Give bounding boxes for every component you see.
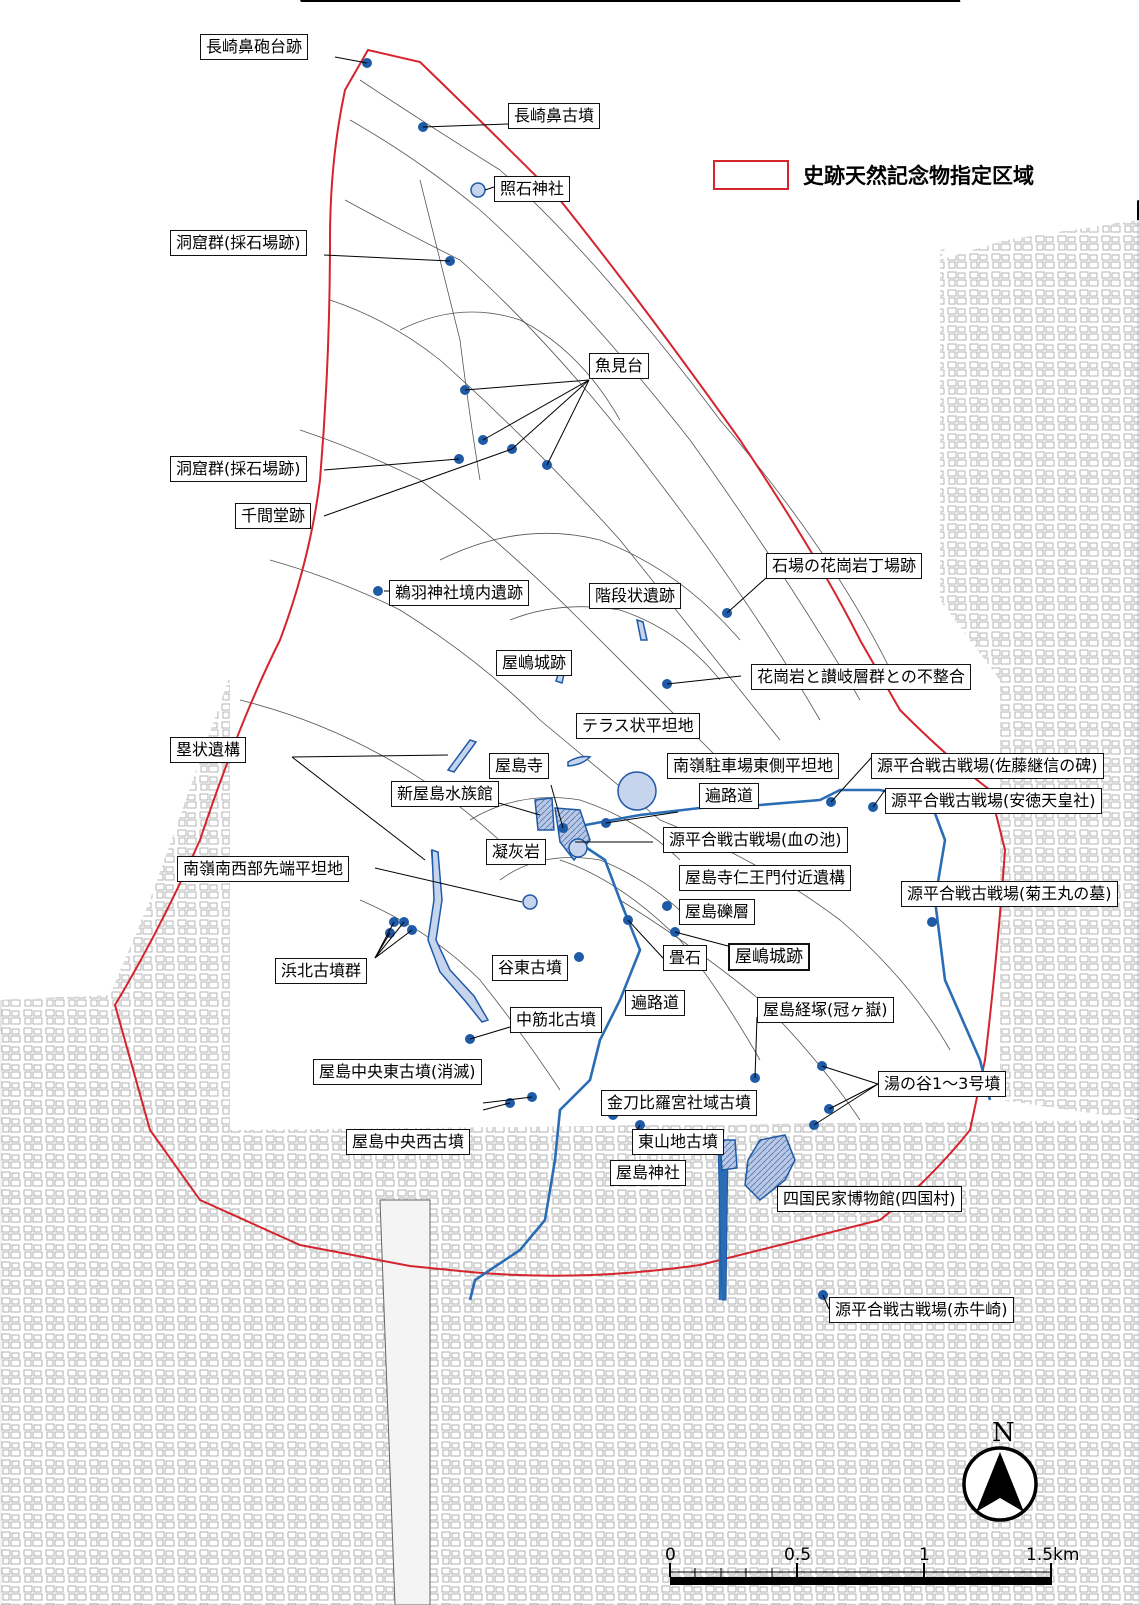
north-arrow: [962, 1446, 1038, 1522]
map-label: 屋島礫層: [679, 899, 756, 925]
map-label: 源平合戦古戦場(菊王丸の墓): [901, 881, 1118, 907]
map-label: 新屋島水族館: [391, 781, 500, 807]
map-label: 石場の花崗岩丁場跡: [766, 553, 923, 579]
map-label: 浜北古墳群: [275, 958, 368, 984]
map-label: 屋嶋城跡: [728, 943, 810, 971]
designated-area-boundary: [113, 48, 1007, 1277]
map-label: 花崗岩と讃岐層群との不整合: [751, 664, 971, 690]
scale-tick-label: 0: [665, 1545, 676, 1565]
map-label: テラス状平坦地: [576, 713, 700, 739]
map-label: 照石神社: [494, 176, 571, 202]
map-label: 源平合戦古戦場(安徳天皇社): [885, 788, 1102, 814]
map-label: 源平合戦古戦場(赤牛崎): [829, 1297, 1014, 1323]
map-label: 魚見台: [589, 353, 650, 379]
legend-boundary-swatch: [713, 160, 789, 190]
legend: 史跡天然記念物指定区域: [713, 160, 1034, 190]
map-label: 洞窟群(採石場跡): [170, 456, 307, 482]
map-label: 東山地古墳: [632, 1129, 725, 1155]
area-features: [427, 182, 796, 1202]
map-label: 千間堂跡: [235, 503, 312, 529]
map-label: 洞窟群(採石場跡): [170, 230, 307, 256]
map-label: 遍路道: [699, 783, 760, 809]
scale-bar: [669, 1563, 1052, 1585]
legend-label: 史跡天然記念物指定区域: [803, 164, 1034, 188]
map-label: 中筋北古墳: [510, 1007, 603, 1033]
map-label: 屋島神社: [610, 1160, 687, 1186]
map-label: 源平合戦古戦場(佐藤継信の碑): [871, 753, 1104, 779]
map-label: 屋島中央東古墳(消滅): [313, 1059, 482, 1085]
map-label: 屋島寺: [489, 753, 550, 779]
map-label: 屋島寺仁王門付近遺構: [679, 865, 852, 891]
scale-tick-label: 0.5: [784, 1545, 812, 1565]
map-label: 谷東古墳: [492, 955, 569, 981]
scale-tick-label: 1.5km: [1026, 1545, 1080, 1565]
map-label: 階段状遺跡: [589, 583, 682, 609]
map-label: 畳石: [663, 945, 708, 971]
map-label: 湯の谷1～3号墳: [878, 1071, 1007, 1097]
scale-tick-label: 1: [919, 1545, 930, 1565]
map-label: 屋島中央西古墳: [346, 1129, 471, 1155]
map-label: 屋島経塚(冠ヶ嶽): [757, 997, 894, 1023]
map-label: 金刀比羅宮社域古墳: [601, 1090, 758, 1116]
map-label: 遍路道: [625, 990, 686, 1016]
map-label: 塁状遺構: [170, 737, 247, 763]
map-label: 源平合戦古戦場(血の池): [663, 827, 848, 853]
map-label: 南嶺駐車場東側平坦地: [667, 753, 840, 779]
map-label: 四国民家博物館(四国村): [777, 1186, 962, 1212]
map-label: 屋嶋城跡: [496, 650, 573, 676]
north-label: N: [992, 1418, 1015, 1448]
map-label: 長崎鼻砲台跡: [200, 34, 309, 60]
map-label: 鵜羽神社境内遺跡: [389, 580, 530, 606]
map-label: 長崎鼻古墳: [508, 103, 601, 129]
map-label: 凝灰岩: [486, 839, 547, 865]
leader-lines: [291, 56, 886, 1310]
map-label: 南嶺南西部先端平坦地: [177, 856, 350, 882]
